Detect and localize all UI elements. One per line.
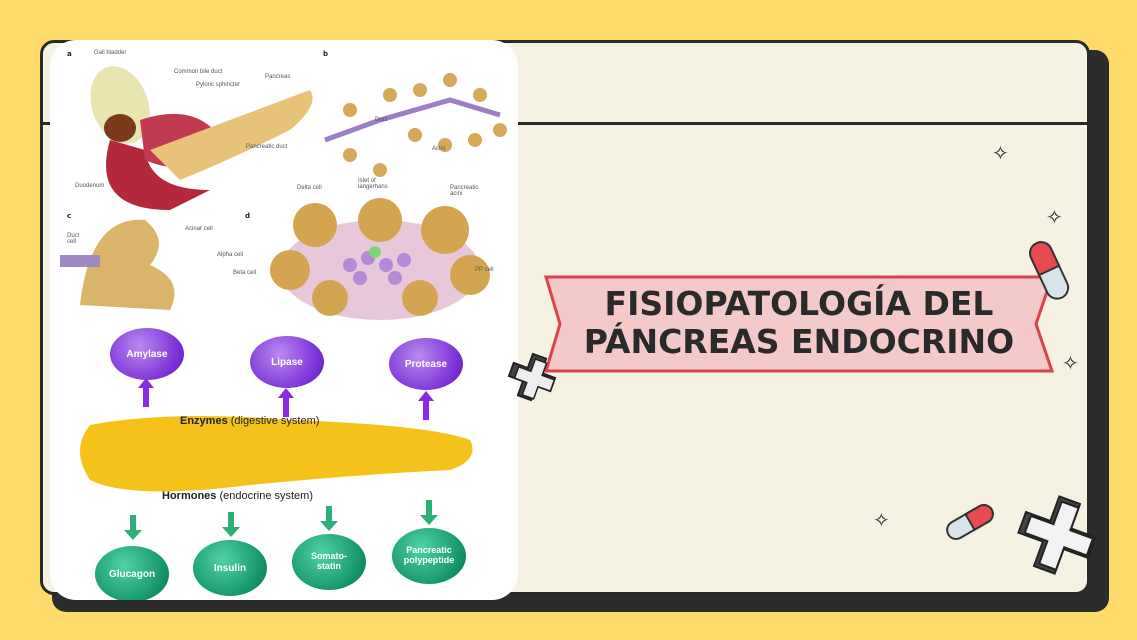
pill-icon: [1029, 241, 1070, 300]
enzymes-caption: Enzymes (digestive system): [180, 415, 320, 427]
enzyme-bubble: Protease: [389, 338, 463, 390]
pancreas-image-panel: a b c d Gall bladder Common bile duct Py…: [50, 40, 518, 600]
label: Gall bladder: [94, 50, 127, 56]
label: Beta cell: [233, 270, 257, 276]
label: Duodenum: [75, 183, 105, 189]
slide-title: FISIOPATOLOGÍA DEL PÁNCREAS ENDOCRINO: [552, 285, 1046, 361]
cross-icon: [1017, 495, 1097, 575]
label: Pancreatic acini: [450, 185, 479, 197]
pancreas-illustration: [60, 66, 507, 540]
label: Duct cell: [67, 233, 80, 245]
title-line-1: FISIOPATOLOGÍA DEL: [604, 284, 994, 323]
hormones-caption: Hormones (endocrine system): [162, 490, 314, 502]
hormone-bubble: Glucagon: [95, 546, 169, 600]
title-line-2: PÁNCREAS ENDOCRINO: [583, 322, 1015, 361]
sparkle-icon: ✧: [873, 508, 890, 532]
panel-letter: b: [323, 50, 329, 58]
enzyme-bubble: Amylase: [110, 328, 184, 380]
sparkle-icon: ✧: [1046, 205, 1063, 229]
label: Acinar cell: [185, 226, 213, 232]
label: Common bile duct: [174, 69, 223, 75]
panel-letter: c: [67, 212, 72, 220]
sparkle-icon: ✧: [992, 141, 1009, 165]
label: Pyloric sphincter: [196, 82, 241, 88]
label: Pancreas: [265, 74, 291, 80]
hormone-bubble: Pancreatic polypeptide: [392, 528, 466, 584]
sparkle-icon: ✧: [1062, 351, 1079, 375]
panel-letter: a: [67, 50, 72, 58]
label: Islet of langerhans: [358, 178, 388, 190]
label: PP cell: [475, 267, 494, 273]
label: Delta cell: [297, 185, 322, 191]
cross-icon: [507, 352, 557, 402]
label: Duct: [375, 117, 388, 123]
label: Alpha cell: [217, 252, 244, 258]
hormone-bubble: Somato-statin: [292, 534, 366, 590]
enzyme-bubble: Lipase: [250, 336, 324, 388]
header-divider: [40, 122, 1090, 125]
label: Acini: [432, 146, 446, 152]
panel-letter: d: [245, 212, 251, 220]
label: Pancreatic duct: [246, 144, 288, 150]
hormone-bubble: Insulin: [193, 540, 267, 596]
pill-icon: [946, 504, 994, 540]
